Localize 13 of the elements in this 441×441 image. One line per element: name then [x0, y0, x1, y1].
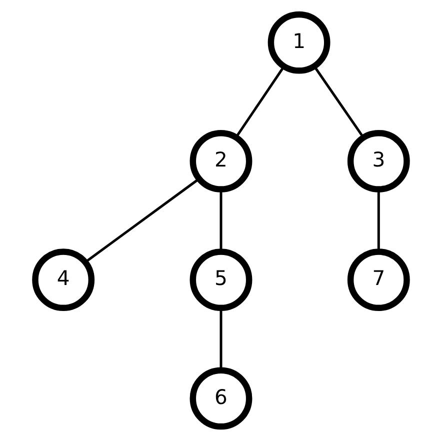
- connector: [219, 308, 222, 370]
- connector: [312, 66, 364, 138]
- connector: [84, 178, 200, 263]
- connector: [234, 66, 285, 138]
- node-circle: 5: [189, 248, 252, 312]
- node-circle: 1: [267, 11, 330, 74]
- node-circle: 2: [189, 130, 252, 192]
- node-circle: 3: [346, 130, 410, 192]
- node-circle: 6: [189, 367, 252, 430]
- connector: [376, 190, 380, 252]
- node-circle: 7: [346, 248, 410, 312]
- connector: [219, 190, 222, 252]
- node-circle: 4: [32, 248, 94, 312]
